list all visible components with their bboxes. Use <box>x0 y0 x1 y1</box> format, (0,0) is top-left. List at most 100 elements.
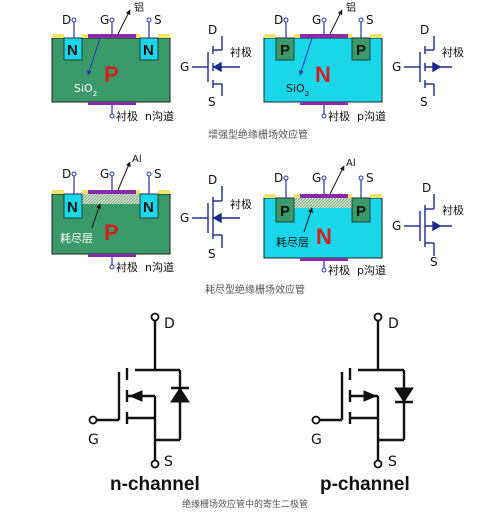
metal-label: Al <box>132 154 142 165</box>
gate-metal <box>88 34 136 38</box>
d-label: D <box>208 173 217 187</box>
oxide-label: SiO2 <box>286 82 309 98</box>
oxide-label-main: SiO <box>74 82 93 95</box>
pin-g-label: G <box>312 171 321 185</box>
substrate-label: P <box>104 220 119 245</box>
gate-metal <box>300 34 348 38</box>
depletion-arrow <box>303 207 313 233</box>
depletion-p-symbol: G D S 衬极 <box>392 181 464 269</box>
depletion-p-cross-section: D G S Al P P N 耗尽层 衬极 p沟道 <box>263 158 386 277</box>
caption-parasitic-diode: 绝缘栅场效应管中的寄生二极管 <box>182 498 308 510</box>
body-contact <box>300 258 348 261</box>
d-label: D <box>388 316 399 332</box>
drain-region <box>63 193 83 219</box>
drain-oxide-strip <box>52 190 64 194</box>
drain-doping-label: P <box>280 203 290 220</box>
channel-label: p沟道 <box>357 263 386 277</box>
body-contact <box>88 254 136 257</box>
d-label: D <box>420 23 429 37</box>
source-oxide-strip <box>158 190 170 194</box>
g-label: G <box>392 219 401 233</box>
d-label: D <box>208 23 217 37</box>
channel-label: p沟道 <box>357 109 386 123</box>
pin-d-label: D <box>62 13 71 27</box>
n-channel-label: n-channel <box>110 474 200 495</box>
depletion-n-symbol: G D S 衬极 <box>180 173 252 261</box>
metal-label: 铝 <box>346 2 356 14</box>
source-oxide-strip <box>370 194 382 198</box>
drain-oxide-strip <box>264 194 276 198</box>
body-label: 衬极 <box>328 263 350 277</box>
substrate-label: P <box>104 62 119 87</box>
s-label: S <box>208 247 216 261</box>
g-label: G <box>392 60 401 74</box>
s-label: S <box>430 255 438 269</box>
drain-region <box>275 37 295 61</box>
depletion-channel <box>82 194 140 204</box>
source-doping-label: P <box>356 42 366 59</box>
g-label: G <box>88 432 99 448</box>
body-label: 衬极 <box>230 45 252 59</box>
pin-d-label: D <box>274 13 283 27</box>
body-label: 衬极 <box>116 260 138 274</box>
oxide-label-main: SiO <box>286 82 305 95</box>
g-label: G <box>311 432 322 448</box>
oxide-label-subscript: 2 <box>305 90 309 98</box>
metal-arrow <box>117 161 131 191</box>
source-oxide-strip <box>158 34 170 38</box>
s-label: S <box>208 95 216 109</box>
substrate-label: N <box>316 224 332 249</box>
depletion-label: 耗尽层 <box>276 236 309 249</box>
drain-doping-label: N <box>67 199 78 216</box>
s-label: S <box>420 95 428 109</box>
source-oxide-strip <box>370 34 382 38</box>
metal-label: Al <box>346 158 356 169</box>
body-contact <box>88 102 136 105</box>
enhancement-p-cross-section: D G S 铝 P P N SiO2 衬极 p沟道 <box>263 2 386 123</box>
drain-doping-label: N <box>67 42 78 59</box>
enhancement-n-cross-section: D G S 铝 N N P SiO2 衬极 n沟道 <box>51 2 174 123</box>
channel-label: n沟道 <box>145 260 174 274</box>
source-doping-label: P <box>356 203 366 220</box>
metal-label: 铝 <box>134 2 144 14</box>
pin-s-label: S <box>154 13 162 27</box>
oxide-label-subscript: 2 <box>93 90 97 98</box>
pin-g-label: G <box>100 13 109 27</box>
oxide-arrow <box>299 37 313 76</box>
caption-depletion: 耗尽型绝缘栅场效应管 <box>205 283 305 296</box>
pin-s-label: S <box>366 171 374 185</box>
pin-g-label: G <box>312 13 321 27</box>
source-doping-label: N <box>143 42 154 59</box>
drain-oxide-strip <box>264 34 276 38</box>
body-label: 衬极 <box>116 109 138 123</box>
gate-metal <box>88 190 136 194</box>
p-channel-label: p-channel <box>320 474 410 495</box>
body-label: 衬极 <box>442 45 464 59</box>
g-label: G <box>180 60 189 74</box>
metal-arrow <box>329 9 343 35</box>
p-channel-symbol: D G S p-channel <box>311 312 414 495</box>
metal-arrow <box>329 165 345 195</box>
pin-d-label: D <box>62 167 71 181</box>
enhancement-p-symbol: G D S 衬极 <box>392 23 464 109</box>
body-label: 衬极 <box>328 109 350 123</box>
oxide-label: SiO2 <box>74 82 97 98</box>
d-label: D <box>164 316 175 332</box>
pin-d-label: D <box>274 171 283 185</box>
depletion-arrow <box>91 203 101 229</box>
drain-doping-label: P <box>280 42 290 59</box>
pin-g-label: G <box>100 167 109 181</box>
enhancement-n-symbol: G D S 衬极 <box>180 23 252 109</box>
depletion-label: 耗尽层 <box>60 232 93 245</box>
gate-metal <box>300 194 348 198</box>
pin-s-label: S <box>366 13 374 27</box>
d-label: D <box>422 181 431 195</box>
n-channel-symbol: D G S n-channel <box>88 312 200 495</box>
substrate-label: N <box>315 62 331 87</box>
body-label: 衬极 <box>442 203 464 217</box>
drain-region <box>63 37 83 61</box>
metal-arrow <box>117 9 131 35</box>
body-label: 衬极 <box>230 197 252 211</box>
channel-label: n沟道 <box>145 109 174 123</box>
